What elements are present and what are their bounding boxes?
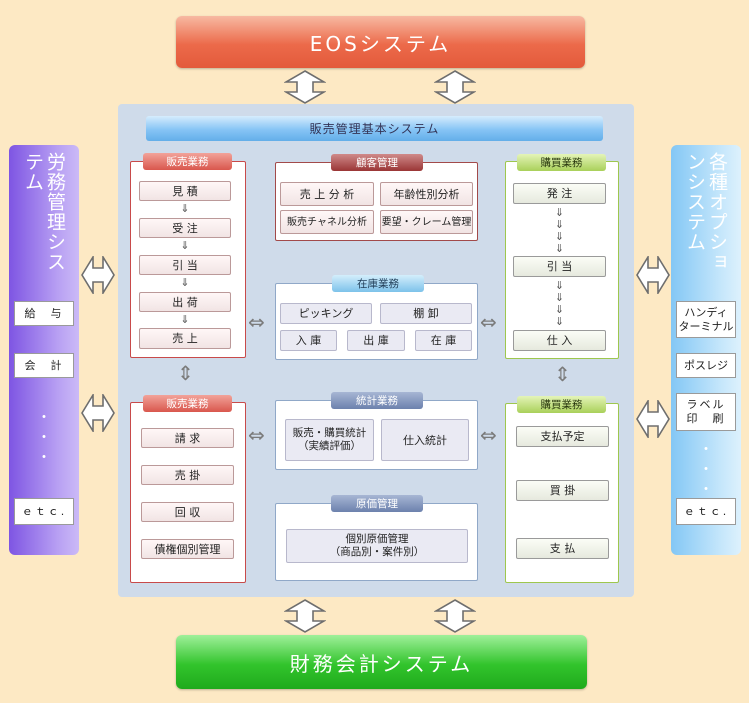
sales-vertical-arrow-icon: ⇕ <box>177 361 194 385</box>
options-system-title: 各種オプションシステム <box>684 152 728 272</box>
purchase-upper-tag: 購買業務 <box>517 154 606 171</box>
right-ellipsis: ・・・ <box>699 442 713 498</box>
sales-step: 売 上 <box>139 328 231 349</box>
step-down-arrow-icon: ⇓ <box>554 279 565 292</box>
purchase-order-step: 発 注 <box>513 183 606 204</box>
accounting-item: 会 計 <box>14 353 74 378</box>
options-system-panel <box>671 145 741 555</box>
collection-step: 回 収 <box>141 502 234 522</box>
right-lower-double-arrow-icon <box>636 400 670 438</box>
handy-terminal-item: ハンディ ターミナル <box>676 301 736 338</box>
payable-step: 買 掛 <box>516 480 609 501</box>
label-printing-item: ラベル 印 刷 <box>676 393 736 431</box>
credit-management-step: 債権個別管理 <box>141 539 234 559</box>
step-down-arrow-icon: ⇓ <box>180 239 190 252</box>
step-down-arrow-icon: ⇓ <box>554 303 565 316</box>
step-down-arrow-icon: ⇓ <box>180 313 190 326</box>
left-upper-double-arrow-icon <box>81 256 115 294</box>
right-upper-double-arrow-icon <box>636 256 670 294</box>
payment-step: 支 払 <box>516 538 609 559</box>
sales-analysis-item: 売 上 分 析 <box>280 182 374 206</box>
inventory-purchase-arrow-icon: ⇔ <box>480 310 497 334</box>
step-down-arrow-icon: ⇓ <box>554 230 565 243</box>
core-system-title: 販売管理基本システム <box>146 116 603 141</box>
individual-cost-management-item: 個別原価管理 （商品別・案件別） <box>286 529 468 563</box>
top-left-double-arrow-icon <box>284 70 326 104</box>
pos-register-item: ポスレジ <box>676 353 736 378</box>
order-step: 受 注 <box>139 218 231 238</box>
complaint-management-item: 要望・クレーム管理 <box>380 210 473 234</box>
shipping-out-item: 出 庫 <box>347 330 405 351</box>
purchase-statistics-item: 仕入統計 <box>381 419 469 461</box>
payroll-item: 給 与 <box>14 301 74 326</box>
billing-step: 請 求 <box>141 428 234 448</box>
left-lower-double-arrow-icon <box>81 394 115 432</box>
sales-channel-analysis-item: 販売チャネル分析 <box>280 210 374 234</box>
statistics-purchase-arrow-icon: ⇔ <box>480 423 497 447</box>
sales-inventory-arrow-icon: ⇔ <box>248 310 265 334</box>
top-right-double-arrow-icon <box>434 70 476 104</box>
purchase-allocation-step: 引 当 <box>513 256 606 277</box>
step-down-arrow-icon: ⇓ <box>180 202 190 215</box>
step-down-arrow-icon: ⇓ <box>554 218 565 231</box>
step-down-arrow-icon: ⇓ <box>554 206 565 219</box>
stocktaking-item: 棚 卸 <box>380 303 472 324</box>
warehousing-item: 入 庫 <box>280 330 337 351</box>
step-down-arrow-icon: ⇓ <box>554 242 565 255</box>
payment-schedule-step: 支払予定 <box>516 426 609 447</box>
sales-lower-tag: 販売業務 <box>143 395 232 412</box>
eos-system-box: EOSシステム <box>176 16 585 68</box>
step-down-arrow-icon: ⇓ <box>554 315 565 328</box>
step-down-arrow-icon: ⇓ <box>554 291 565 304</box>
eos-system-label: EOSシステム <box>309 31 452 56</box>
step-down-arrow-icon: ⇓ <box>180 276 190 289</box>
right-etc-item: ｅｔｃ. <box>676 498 736 525</box>
shipping-step: 出 荷 <box>139 292 231 312</box>
age-gender-analysis-item: 年齢性別分析 <box>380 182 473 206</box>
statistics-tag: 統計業務 <box>331 392 423 409</box>
picking-item: ピッキング <box>280 303 372 324</box>
sales-purchase-statistics-item: 販売・購買統計 （実績評価） <box>285 419 374 461</box>
labor-management-system-title: 労務管理システム <box>22 152 66 272</box>
left-etc-item: ｅｔｃ. <box>14 498 74 525</box>
quote-step: 見 積 <box>139 181 231 201</box>
bottom-right-double-arrow-icon <box>434 599 476 633</box>
inventory-tag: 在庫業務 <box>332 275 424 292</box>
cost-management-tag: 原価管理 <box>331 495 423 512</box>
allocation-step: 引 当 <box>139 255 231 275</box>
bottom-left-double-arrow-icon <box>284 599 326 633</box>
labor-management-system-panel <box>9 145 79 555</box>
financial-accounting-system-label: 財務会計システム <box>289 651 474 676</box>
purchase-lower-tag: 購買業務 <box>517 396 606 413</box>
receivable-step: 売 掛 <box>141 465 234 485</box>
left-ellipsis: ・・・ <box>37 410 51 466</box>
financial-accounting-system-box: 財務会計システム <box>176 635 587 689</box>
stocking-step: 仕 入 <box>513 330 606 351</box>
stock-item: 在 庫 <box>415 330 472 351</box>
customer-management-tag: 顧客管理 <box>331 154 423 171</box>
sales-statistics-arrow-icon: ⇔ <box>248 423 265 447</box>
sales-upper-tag: 販売業務 <box>143 153 232 170</box>
purchase-vertical-arrow-icon: ⇕ <box>554 362 571 386</box>
